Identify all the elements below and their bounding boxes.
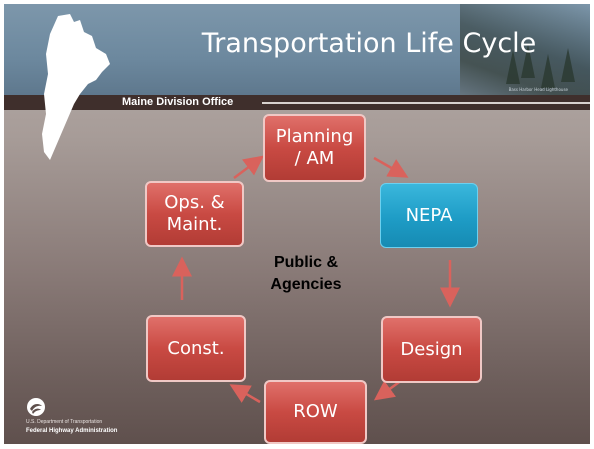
slide-title: Transportation Life Cycle: [201, 28, 537, 59]
node-ops-maint: Ops. & Maint.: [145, 181, 244, 247]
divider-line: [262, 102, 590, 104]
photo-caption: Bass Harbor Head Lighthouse: [508, 87, 568, 92]
node-nepa: NEPA: [380, 183, 478, 248]
maine-map-icon: [42, 14, 110, 160]
center-label: Public & Agencies: [256, 252, 356, 296]
arrow-ops-to-planning: [233, 155, 264, 179]
node-planning: Planning / AM: [263, 114, 366, 182]
dot-logo-icon: [27, 398, 45, 416]
footer-agency: Federal Highway Administration: [26, 428, 118, 434]
lighthouse-photo: Bass Harbor Head Lighthouse: [460, 4, 590, 104]
tree-icon: [561, 48, 575, 82]
node-ops-line1: Ops. &: [164, 192, 225, 213]
tree-icon: [506, 50, 520, 84]
header-band: Bass Harbor Head Lighthouse Transportati…: [4, 4, 590, 104]
node-const: Const.: [146, 315, 246, 382]
node-const-label: Const.: [167, 337, 225, 359]
tree-icon: [521, 44, 535, 78]
arrow-row-to-const: [229, 384, 261, 404]
flow-arrows: [172, 155, 460, 404]
node-row: ROW: [264, 380, 367, 444]
node-row-label: ROW: [293, 401, 338, 422]
division-office-label: Maine Division Office: [122, 96, 234, 108]
node-ops-line2: Maint.: [166, 214, 223, 235]
center-label-line2: Agencies: [270, 276, 342, 293]
slide: Bass Harbor Head Lighthouse Transportati…: [4, 4, 590, 444]
tree-icon: [541, 54, 555, 88]
node-planning-line2: / AM: [294, 148, 335, 169]
footer-department: U.S. Department of Transportation: [26, 419, 103, 425]
node-planning-line1: Planning: [275, 126, 354, 147]
subtitle-bar: Maine Division Office: [4, 95, 590, 110]
node-design: Design: [381, 316, 482, 383]
node-design-label: Design: [400, 338, 463, 360]
node-nepa-label: NEPA: [405, 204, 453, 226]
arrow-planning-to-nepa: [373, 156, 409, 178]
center-label-line1: Public &: [273, 254, 338, 271]
